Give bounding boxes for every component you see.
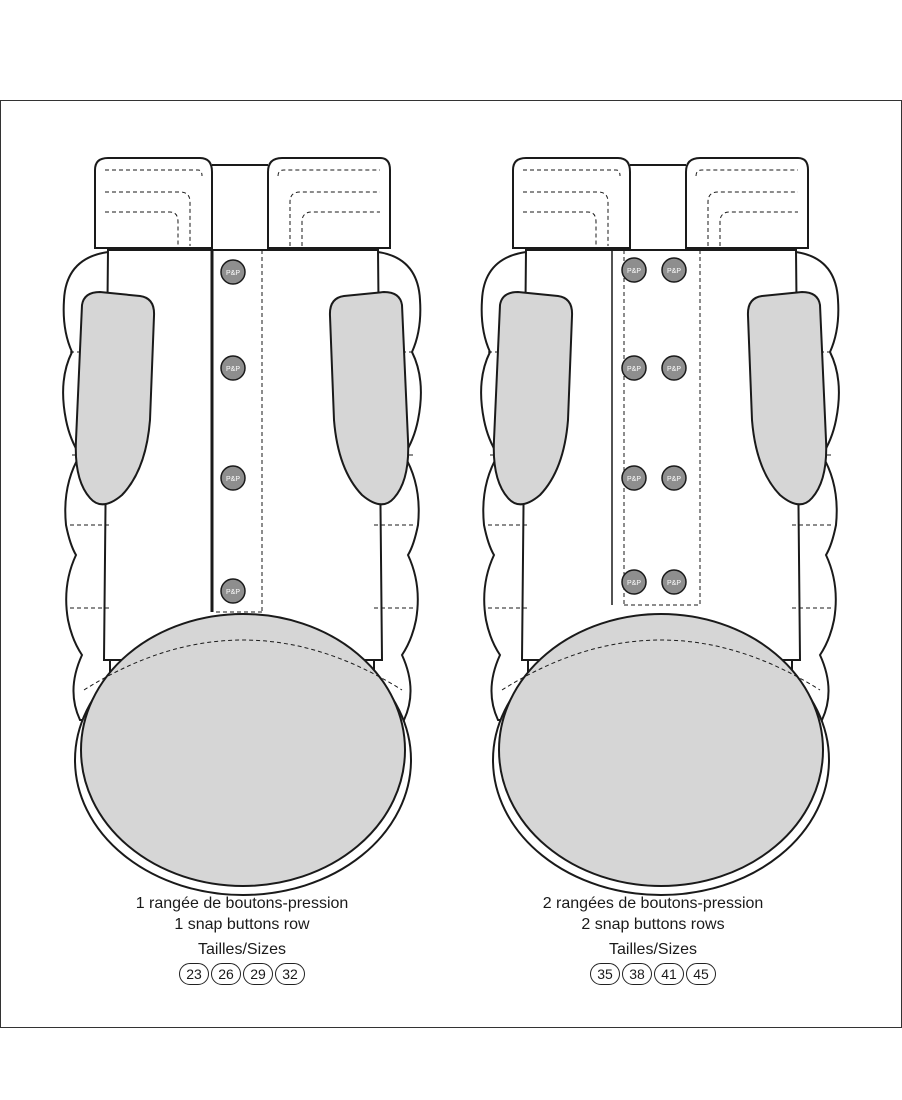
snap-button: P&P <box>661 355 687 381</box>
size-list: 23 26 29 32 <box>72 963 412 985</box>
size-badge: 26 <box>211 963 241 985</box>
caption-french: 2 rangées de boutons-pression <box>542 895 764 912</box>
caption-english: 1 snap buttons row <box>174 916 310 933</box>
svg-text:P&P: P&P <box>667 366 681 373</box>
sizes-label: Tailles/Sizes <box>608 941 698 958</box>
snap-button: P&P <box>220 465 246 491</box>
size-badge: 45 <box>686 963 716 985</box>
snap-button: P&P <box>621 465 647 491</box>
svg-text:P&P: P&P <box>667 476 681 483</box>
size-badge: 32 <box>275 963 305 985</box>
snap-button: P&P <box>661 569 687 595</box>
caption-one-row: 1 rangée de boutons-pression 1 snap butt… <box>72 893 412 985</box>
svg-text:P&P: P&P <box>226 476 240 483</box>
svg-text:P&P: P&P <box>667 268 681 275</box>
size-badge: 41 <box>654 963 684 985</box>
caption-two-rows: 2 rangées de boutons-pression 2 snap but… <box>483 893 823 985</box>
svg-text:P&P: P&P <box>226 366 240 373</box>
snap-button: P&P <box>621 257 647 283</box>
size-badge: 38 <box>622 963 652 985</box>
snap-button: P&P <box>621 355 647 381</box>
snap-button: P&P <box>220 578 246 604</box>
size-badge: 35 <box>590 963 620 985</box>
boot-one-row: P&P P&P P&P P&P <box>62 157 422 896</box>
caption-french: 1 rangée de boutons-pression <box>135 895 349 912</box>
svg-text:P&P: P&P <box>627 476 641 483</box>
snap-button: P&P <box>661 257 687 283</box>
svg-text:P&P: P&P <box>627 268 641 275</box>
svg-text:P&P: P&P <box>627 366 641 373</box>
snap-button: P&P <box>661 465 687 491</box>
snap-button: P&P <box>220 259 246 285</box>
sizes-label: Tailles/Sizes <box>197 941 287 958</box>
snap-button: P&P <box>220 355 246 381</box>
size-list: 35 38 41 45 <box>483 963 823 985</box>
svg-text:P&P: P&P <box>226 270 240 277</box>
svg-text:P&P: P&P <box>226 589 240 596</box>
size-badge: 29 <box>243 963 273 985</box>
boot-two-rows: P&P P&P P&P P&P P&P P&P P&P P&P <box>480 157 840 896</box>
svg-text:P&P: P&P <box>627 580 641 587</box>
snap-button: P&P <box>621 569 647 595</box>
caption-english: 2 snap buttons rows <box>581 916 725 933</box>
size-badge: 23 <box>179 963 209 985</box>
svg-text:P&P: P&P <box>667 580 681 587</box>
